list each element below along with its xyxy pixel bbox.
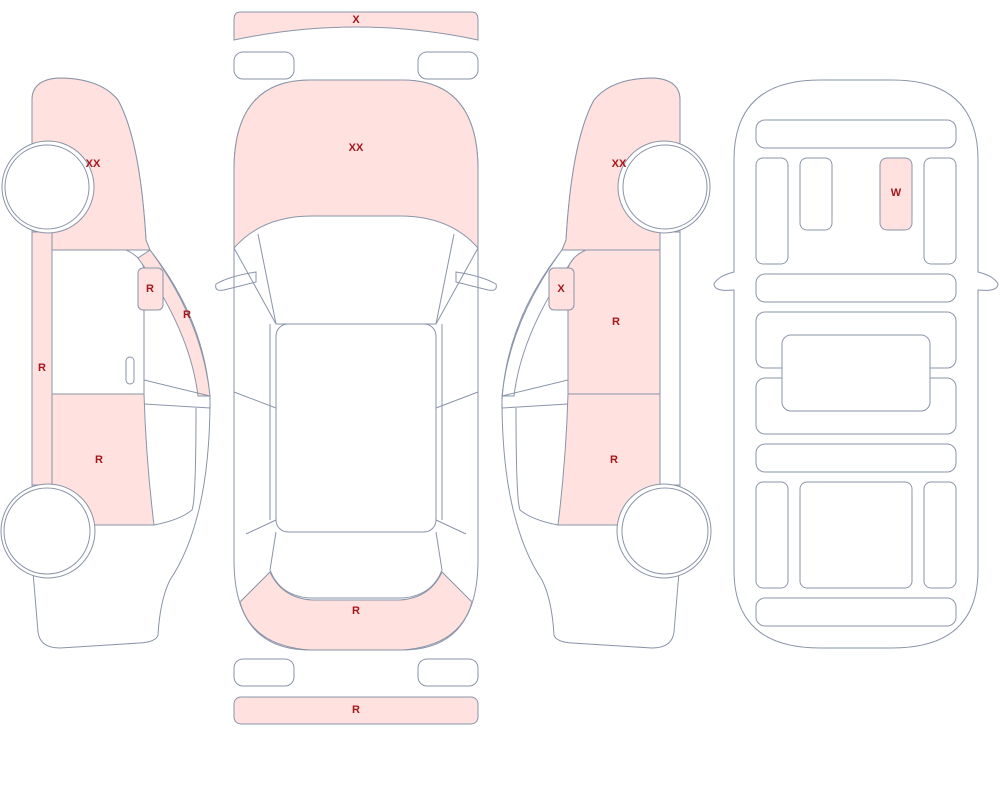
front-left-light[interactable] xyxy=(233,51,295,80)
left-front-door-trim[interactable] xyxy=(755,157,789,265)
left-rear-quarter xyxy=(153,407,197,526)
left-rear-window xyxy=(143,379,211,409)
left-mirror-mark: R xyxy=(146,283,154,295)
front-bumper[interactable] xyxy=(233,11,479,41)
top-right-mirror xyxy=(455,271,497,291)
right-mirror-mark: X xyxy=(557,283,565,295)
center-console[interactable] xyxy=(755,273,957,303)
roof[interactable] xyxy=(275,323,437,533)
interior-view: W xyxy=(713,79,999,649)
left-sill-panel[interactable] xyxy=(31,231,53,486)
left-rear-wheel xyxy=(3,487,91,575)
left-front-wheel xyxy=(4,144,90,230)
rear-left-light[interactable] xyxy=(233,658,295,687)
rear-seat[interactable] xyxy=(799,481,913,589)
left-side-view: XX R R R R xyxy=(0,77,211,649)
right-front-door-trim[interactable] xyxy=(923,157,957,265)
hood-mark: XX xyxy=(349,142,364,154)
passenger-seat-mark: W xyxy=(891,187,902,199)
rear-seat-back[interactable] xyxy=(755,443,957,473)
right-rear-door-mark: R xyxy=(610,454,618,466)
trunk-lid-mark: R xyxy=(352,605,360,617)
hood[interactable] xyxy=(233,79,479,250)
left-door-handle xyxy=(125,356,135,385)
left-a-pillar-mark: R xyxy=(183,309,191,321)
left-pillars xyxy=(233,247,277,535)
left-front-fender-mark: XX xyxy=(86,158,101,170)
front-bumper-mark: X xyxy=(352,14,360,26)
right-rear-wheel xyxy=(621,487,709,575)
right-mirror[interactable] xyxy=(548,267,575,311)
top-left-mirror xyxy=(215,271,257,291)
rear-bumper-mark: R xyxy=(352,704,360,716)
rear-right-light[interactable] xyxy=(417,658,479,687)
right-front-wheel xyxy=(622,144,708,230)
trunk-lid[interactable] xyxy=(239,571,473,651)
top-view: X XX R R xyxy=(215,11,497,725)
right-rear-door-trim[interactable] xyxy=(923,481,957,589)
left-rear-door-mark: R xyxy=(95,454,103,466)
right-rear-quarter xyxy=(515,407,559,526)
passenger-seat[interactable] xyxy=(879,157,913,231)
rear-bumper[interactable] xyxy=(233,696,479,725)
driver-seat[interactable] xyxy=(799,157,833,231)
right-side-view: XX X R R xyxy=(501,77,712,649)
front-right-light[interactable] xyxy=(417,51,479,80)
dashboard[interactable] xyxy=(755,119,957,149)
left-sill-mark: R xyxy=(38,362,46,374)
left-mirror[interactable] xyxy=(137,267,164,311)
trunk-floor[interactable] xyxy=(755,597,957,627)
headliner[interactable] xyxy=(781,334,931,412)
right-pillars xyxy=(435,247,479,535)
left-rear-door-trim[interactable] xyxy=(755,481,789,589)
rear-window xyxy=(269,531,443,599)
right-front-fender-mark: XX xyxy=(612,158,627,170)
right-rear-window xyxy=(501,379,569,409)
right-sill-panel[interactable] xyxy=(659,231,681,486)
right-front-door-mark: R xyxy=(612,316,620,328)
right-a-pillar xyxy=(501,249,575,397)
